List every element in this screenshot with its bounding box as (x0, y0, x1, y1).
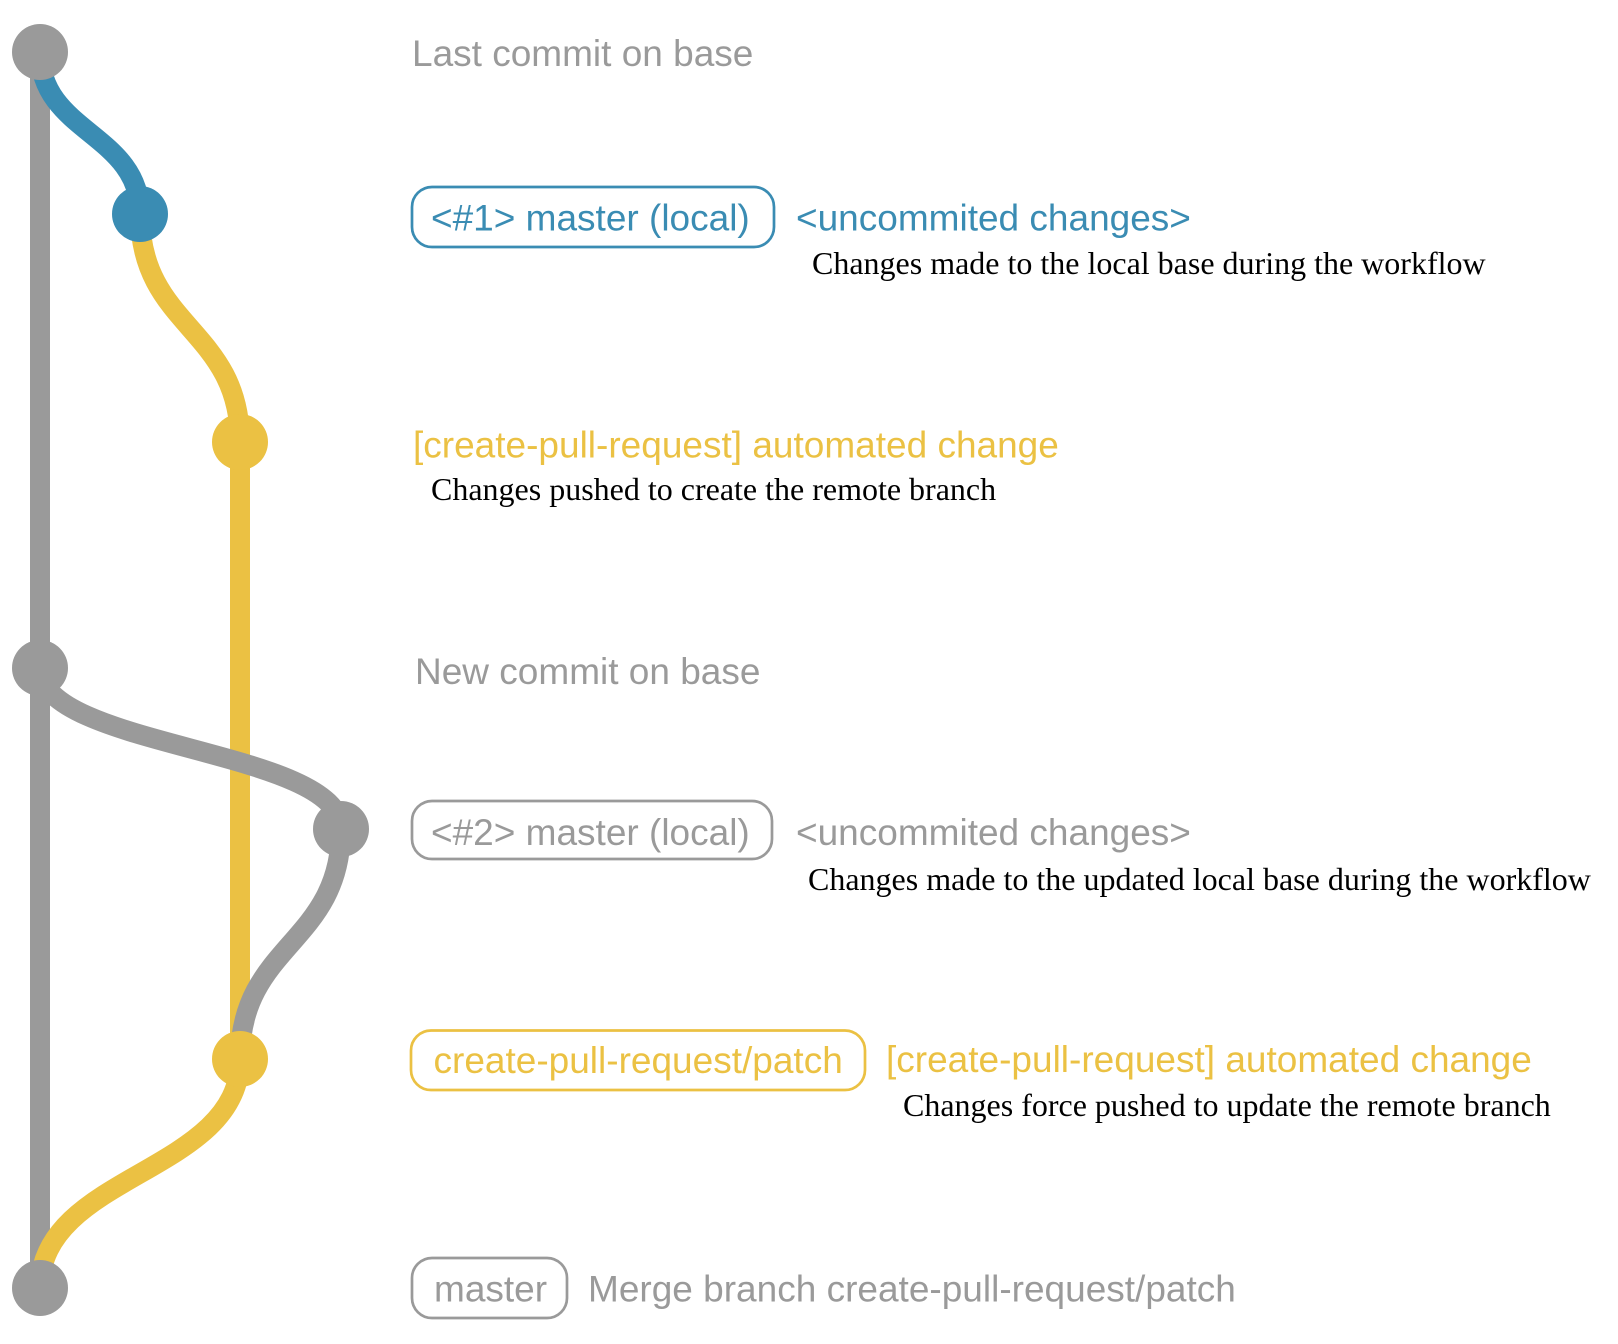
svg-text:New commit on base: New commit on base (415, 651, 760, 692)
svg-text:<#1> master (local): <#1> master (local) (431, 198, 750, 239)
svg-text:Changes made to the updated lo: Changes made to the updated local base d… (808, 861, 1591, 897)
svg-text:Changes pushed to create the r: Changes pushed to create the remote bran… (431, 471, 996, 507)
svg-text:Last commit on base: Last commit on base (412, 33, 753, 74)
svg-text:Merge branch create-pull-reque: Merge branch create-pull-request/patch (588, 1269, 1236, 1310)
svg-text:master: master (434, 1269, 547, 1310)
svg-text:create-pull-request/patch: create-pull-request/patch (434, 1040, 843, 1081)
svg-text:<uncommited changes>: <uncommited changes> (796, 812, 1191, 853)
svg-text:Changes made to the local base: Changes made to the local base during th… (812, 245, 1486, 281)
svg-text:[create-pull-request] automate: [create-pull-request] automated change (413, 425, 1059, 466)
svg-text:<uncommited changes>: <uncommited changes> (796, 198, 1191, 239)
svg-text:[create-pull-request] automate: [create-pull-request] automated change (886, 1039, 1532, 1080)
svg-text:Changes force pushed to update: Changes force pushed to update the remot… (903, 1087, 1551, 1123)
svg-text:<#2> master (local): <#2> master (local) (431, 812, 750, 853)
